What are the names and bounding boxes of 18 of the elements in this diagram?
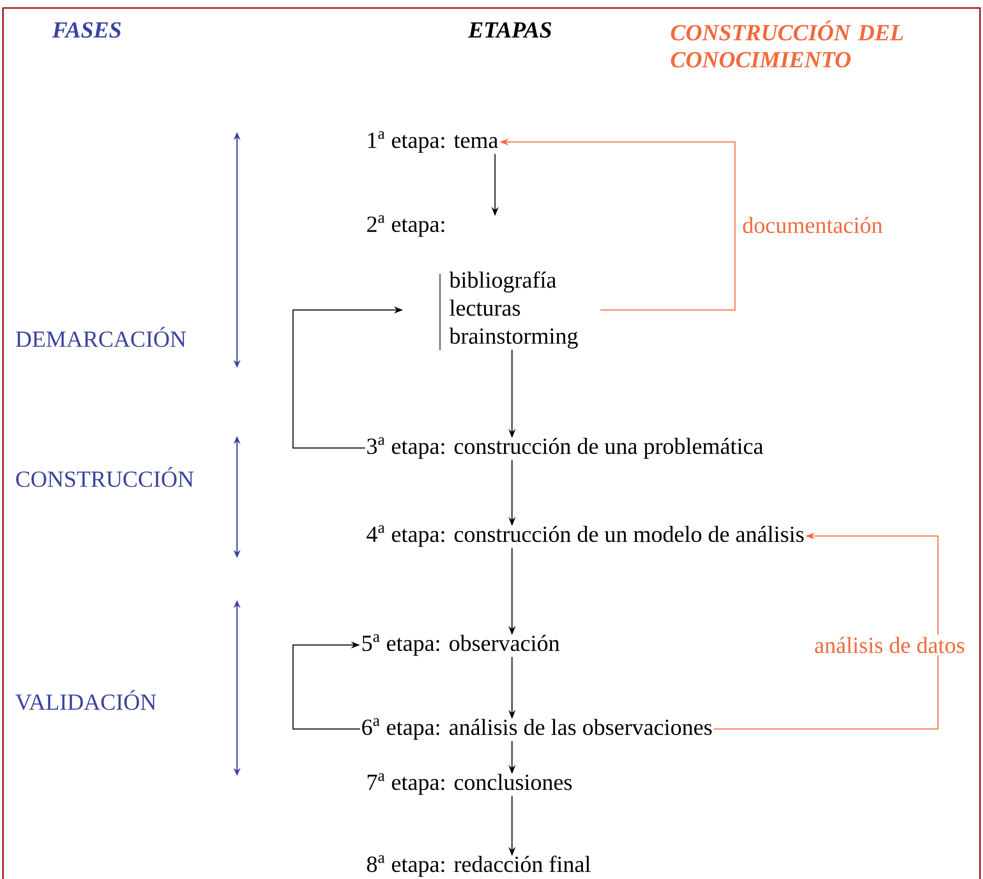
arrow <box>292 641 360 730</box>
column-heading: CONSTRUCCIÓN DEL CONOCIMIENTO <box>671 20 903 68</box>
source-list: bibliografía lecturas brainstorming <box>440 271 578 350</box>
column-heading: ETAPAS <box>468 22 552 38</box>
stage-text: 4$^{a}$ etapa: construcción de un modelo de análisis <box>366 525 804 547</box>
column-heading: FASES <box>52 22 121 38</box>
edge-label: documentación <box>740 214 885 236</box>
stage-text: 2$^{a}$ etapa: <box>367 215 444 237</box>
phase-label: VALIDACIÓN <box>15 690 156 710</box>
stage-text: 5$^{a}$ etapa: observación <box>362 634 560 656</box>
stage-text: 7$^{a}$ etapa: conclusiones <box>368 773 572 795</box>
phase-label: CONSTRUCCIÓN <box>16 467 194 487</box>
edge-label: análisis de datos <box>812 634 967 656</box>
phase-label: DEMARCACIÓN <box>16 327 186 347</box>
stage-text: 6$^{a}$ etapa: análisis de las observaciones <box>362 718 712 740</box>
stage-text: 1$^{a}$ etapa: tema <box>368 131 498 153</box>
stage-text: 8$^{a}$ etapa: redacción final <box>367 855 591 877</box>
stage-text: 3$^{a}$ etapa: construcción de una problemática <box>367 437 764 459</box>
